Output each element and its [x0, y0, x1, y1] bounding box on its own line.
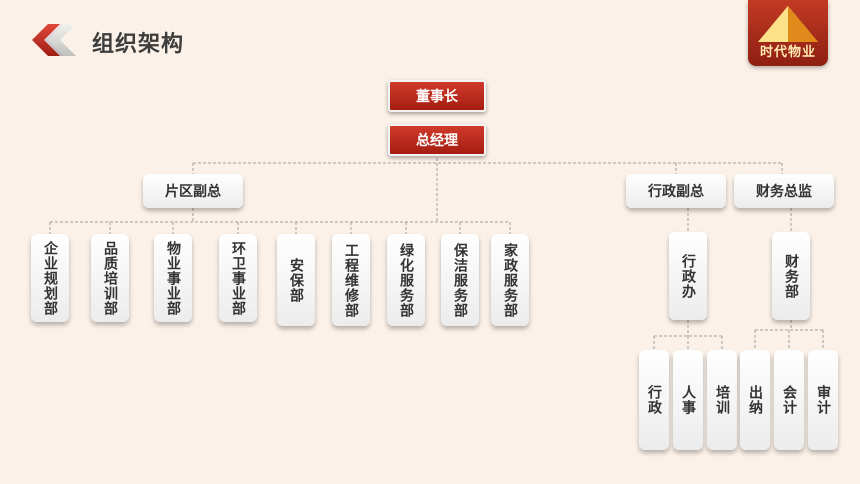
company-logo: 时代物业	[748, 0, 828, 66]
finance-dept-box: 财务部	[772, 232, 810, 320]
finance-unit-1: 出纳	[740, 350, 770, 450]
admin-vp-box: 行政副总	[626, 174, 726, 208]
logo-text: 时代物业	[759, 45, 816, 60]
dept-box-3: 物业事业部	[154, 234, 192, 322]
admin-unit-3: 培训	[707, 350, 737, 450]
admin-unit-1: 行政	[639, 350, 669, 450]
dept-box-5: 安保部	[277, 234, 315, 326]
general-manager-box: 总经理	[388, 124, 486, 156]
finance-unit-3: 审计	[808, 350, 838, 450]
finance-unit-2: 会计	[774, 350, 804, 450]
area-vp-box: 片区副总	[143, 174, 243, 208]
dept-box-7: 绿化服务部	[387, 234, 425, 326]
dept-box-1: 企业规划部	[31, 234, 69, 322]
finance-director-box: 财务总监	[734, 174, 834, 208]
dept-box-4: 环卫事业部	[219, 234, 257, 322]
page-title: 组织架构	[92, 32, 185, 57]
dept-box-9: 家政服务部	[491, 234, 529, 326]
chairman-box: 董事长	[388, 80, 486, 112]
dept-box-2: 品质培训部	[91, 234, 129, 322]
dept-box-8: 保洁服务部	[441, 234, 479, 326]
admin-unit-2: 人事	[673, 350, 703, 450]
dept-box-6: 工程维修部	[332, 234, 370, 326]
pyramid-icon	[758, 6, 818, 42]
chevron-left-icon	[32, 24, 76, 56]
admin-office-box: 行政办	[669, 232, 707, 320]
